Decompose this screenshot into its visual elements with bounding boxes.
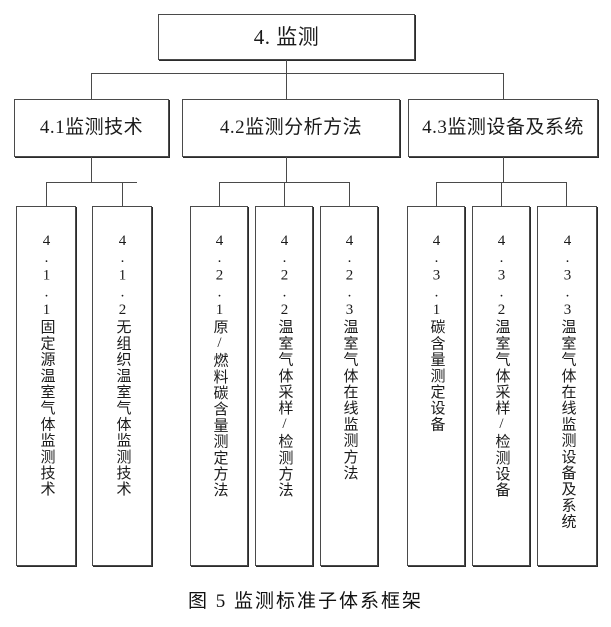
node-4-2-3-ghg-online-monitoring-method: 4.2.3温室气体在线监测方法 [320,206,378,566]
node-label: 4.2.1原/燃料碳含量测定方法 [211,233,228,499]
node-label: 4.3.1碳含量测定设备 [428,233,445,433]
node-label: 4. 监测 [253,24,320,49]
connector-root-stem [286,60,287,73]
connector-drop-4-1-2 [122,182,123,206]
node-label: 4.1.2无组织温室气体监测技术 [114,233,131,498]
node-4-3-2-ghg-sampling-detection-equipment: 4.3.2温室气体采样/检测设备 [472,206,530,566]
node-root-4-monitoring: 4. 监测 [158,14,415,60]
node-label: 4.2.3温室气体在线监测方法 [341,233,358,481]
connector-drop-4-2-3 [349,182,350,206]
node-4-2-monitoring-analysis-method: 4.2监测分析方法 [182,99,400,157]
node-label: 4.3.2温室气体采样/检测设备 [493,233,510,499]
connector-4-1-bus [46,182,137,183]
connector-drop-4-1-1 [46,182,47,206]
node-4-3-3-ghg-online-monitoring-equipment-system: 4.3.3温室气体在线监测设备及系统 [537,206,597,566]
node-label: 4.2.2温室气体采样/检测方法 [276,233,293,499]
connector-drop-4-3 [503,73,504,99]
node-4-1-monitoring-technology: 4.1监测技术 [14,99,169,157]
node-label: 4.1.1固定源温室气体监测技术 [38,233,55,498]
node-4-3-monitoring-equipment-system: 4.3监测设备及系统 [408,99,598,157]
node-4-2-1-raw-fuel-carbon-content-determination-method: 4.2.1原/燃料碳含量测定方法 [190,206,248,566]
connector-drop-4-2 [286,73,287,99]
connector-drop-4-3-3 [566,182,567,206]
figure-caption: 图 5 监测标准子体系框架 [187,591,423,612]
connector-drop-4-2-2 [284,182,285,206]
connector-drop-4-2-1 [219,182,220,206]
node-4-1-2-fugitive-ghg-monitoring-technology: 4.1.2无组织温室气体监测技术 [92,206,152,566]
connector-level2-bus [91,73,503,74]
connector-drop-4-3-2 [501,182,502,206]
node-4-3-1-carbon-content-determination-equipment: 4.3.1碳含量测定设备 [407,206,465,566]
node-label: 4.3.3温室气体在线监测设备及系统 [559,233,576,530]
node-label: 4.3监测设备及系统 [422,116,584,138]
connector-4-3-stem [503,157,504,182]
node-4-2-2-ghg-sampling-detection-method: 4.2.2温室气体采样/检测方法 [255,206,313,566]
node-label: 4.2监测分析方法 [219,116,363,138]
node-4-1-1-stationary-source-ghg-monitoring-technology: 4.1.1固定源温室气体监测技术 [16,206,76,566]
connector-drop-4-3-1 [436,182,437,206]
node-label: 4.1监测技术 [39,116,144,138]
connector-4-2-stem [286,157,287,182]
connector-4-1-stem [91,157,92,182]
connector-drop-4-1 [91,73,92,99]
